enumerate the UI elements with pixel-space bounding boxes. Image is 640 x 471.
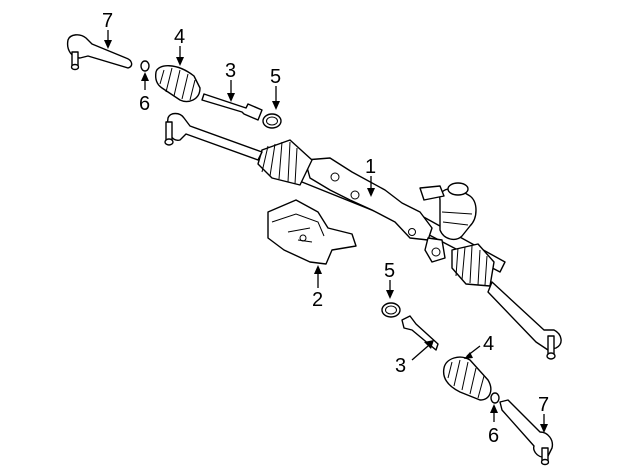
clamp-ring-bottom (381, 302, 401, 318)
clamp-ring-top (262, 113, 282, 129)
jam-nut-bottom (490, 392, 500, 404)
callout-6-top: 6 (139, 93, 150, 115)
boot-bottom (442, 356, 492, 401)
steering-rack-housing (291, 157, 506, 273)
outer-tie-rod-end-top (66, 34, 133, 71)
rack-left-tie-rod (164, 112, 263, 161)
inner-tie-rod-bottom (401, 315, 439, 351)
inner-tie-rod-top (201, 93, 263, 121)
callout-5-top: 5 (270, 66, 281, 88)
callout-3-top: 3 (225, 60, 236, 82)
callout-2: 2 (312, 289, 323, 311)
rack-right-boot (451, 243, 495, 287)
heat-shield (267, 199, 357, 265)
outer-tie-rod-end-bottom (499, 399, 554, 466)
callout-7-bottom: 7 (538, 394, 549, 416)
callout-3-bottom: 3 (395, 355, 406, 377)
rack-left-boot (257, 139, 313, 186)
callout-labels: 1 2 3 3 4 4 5 5 6 6 7 7 (102, 10, 549, 447)
jam-nut-top (140, 60, 150, 72)
callout-6-bottom: 6 (488, 425, 499, 447)
callout-5-bottom: 5 (384, 260, 395, 282)
callout-4-top: 4 (174, 26, 185, 48)
callout-1: 1 (365, 156, 376, 178)
boot-top (154, 65, 201, 103)
rack-right-tie-rod (487, 281, 562, 360)
callout-7-top: 7 (102, 10, 113, 32)
callout-4-bottom: 4 (483, 333, 494, 355)
leader-lines (104, 30, 548, 433)
